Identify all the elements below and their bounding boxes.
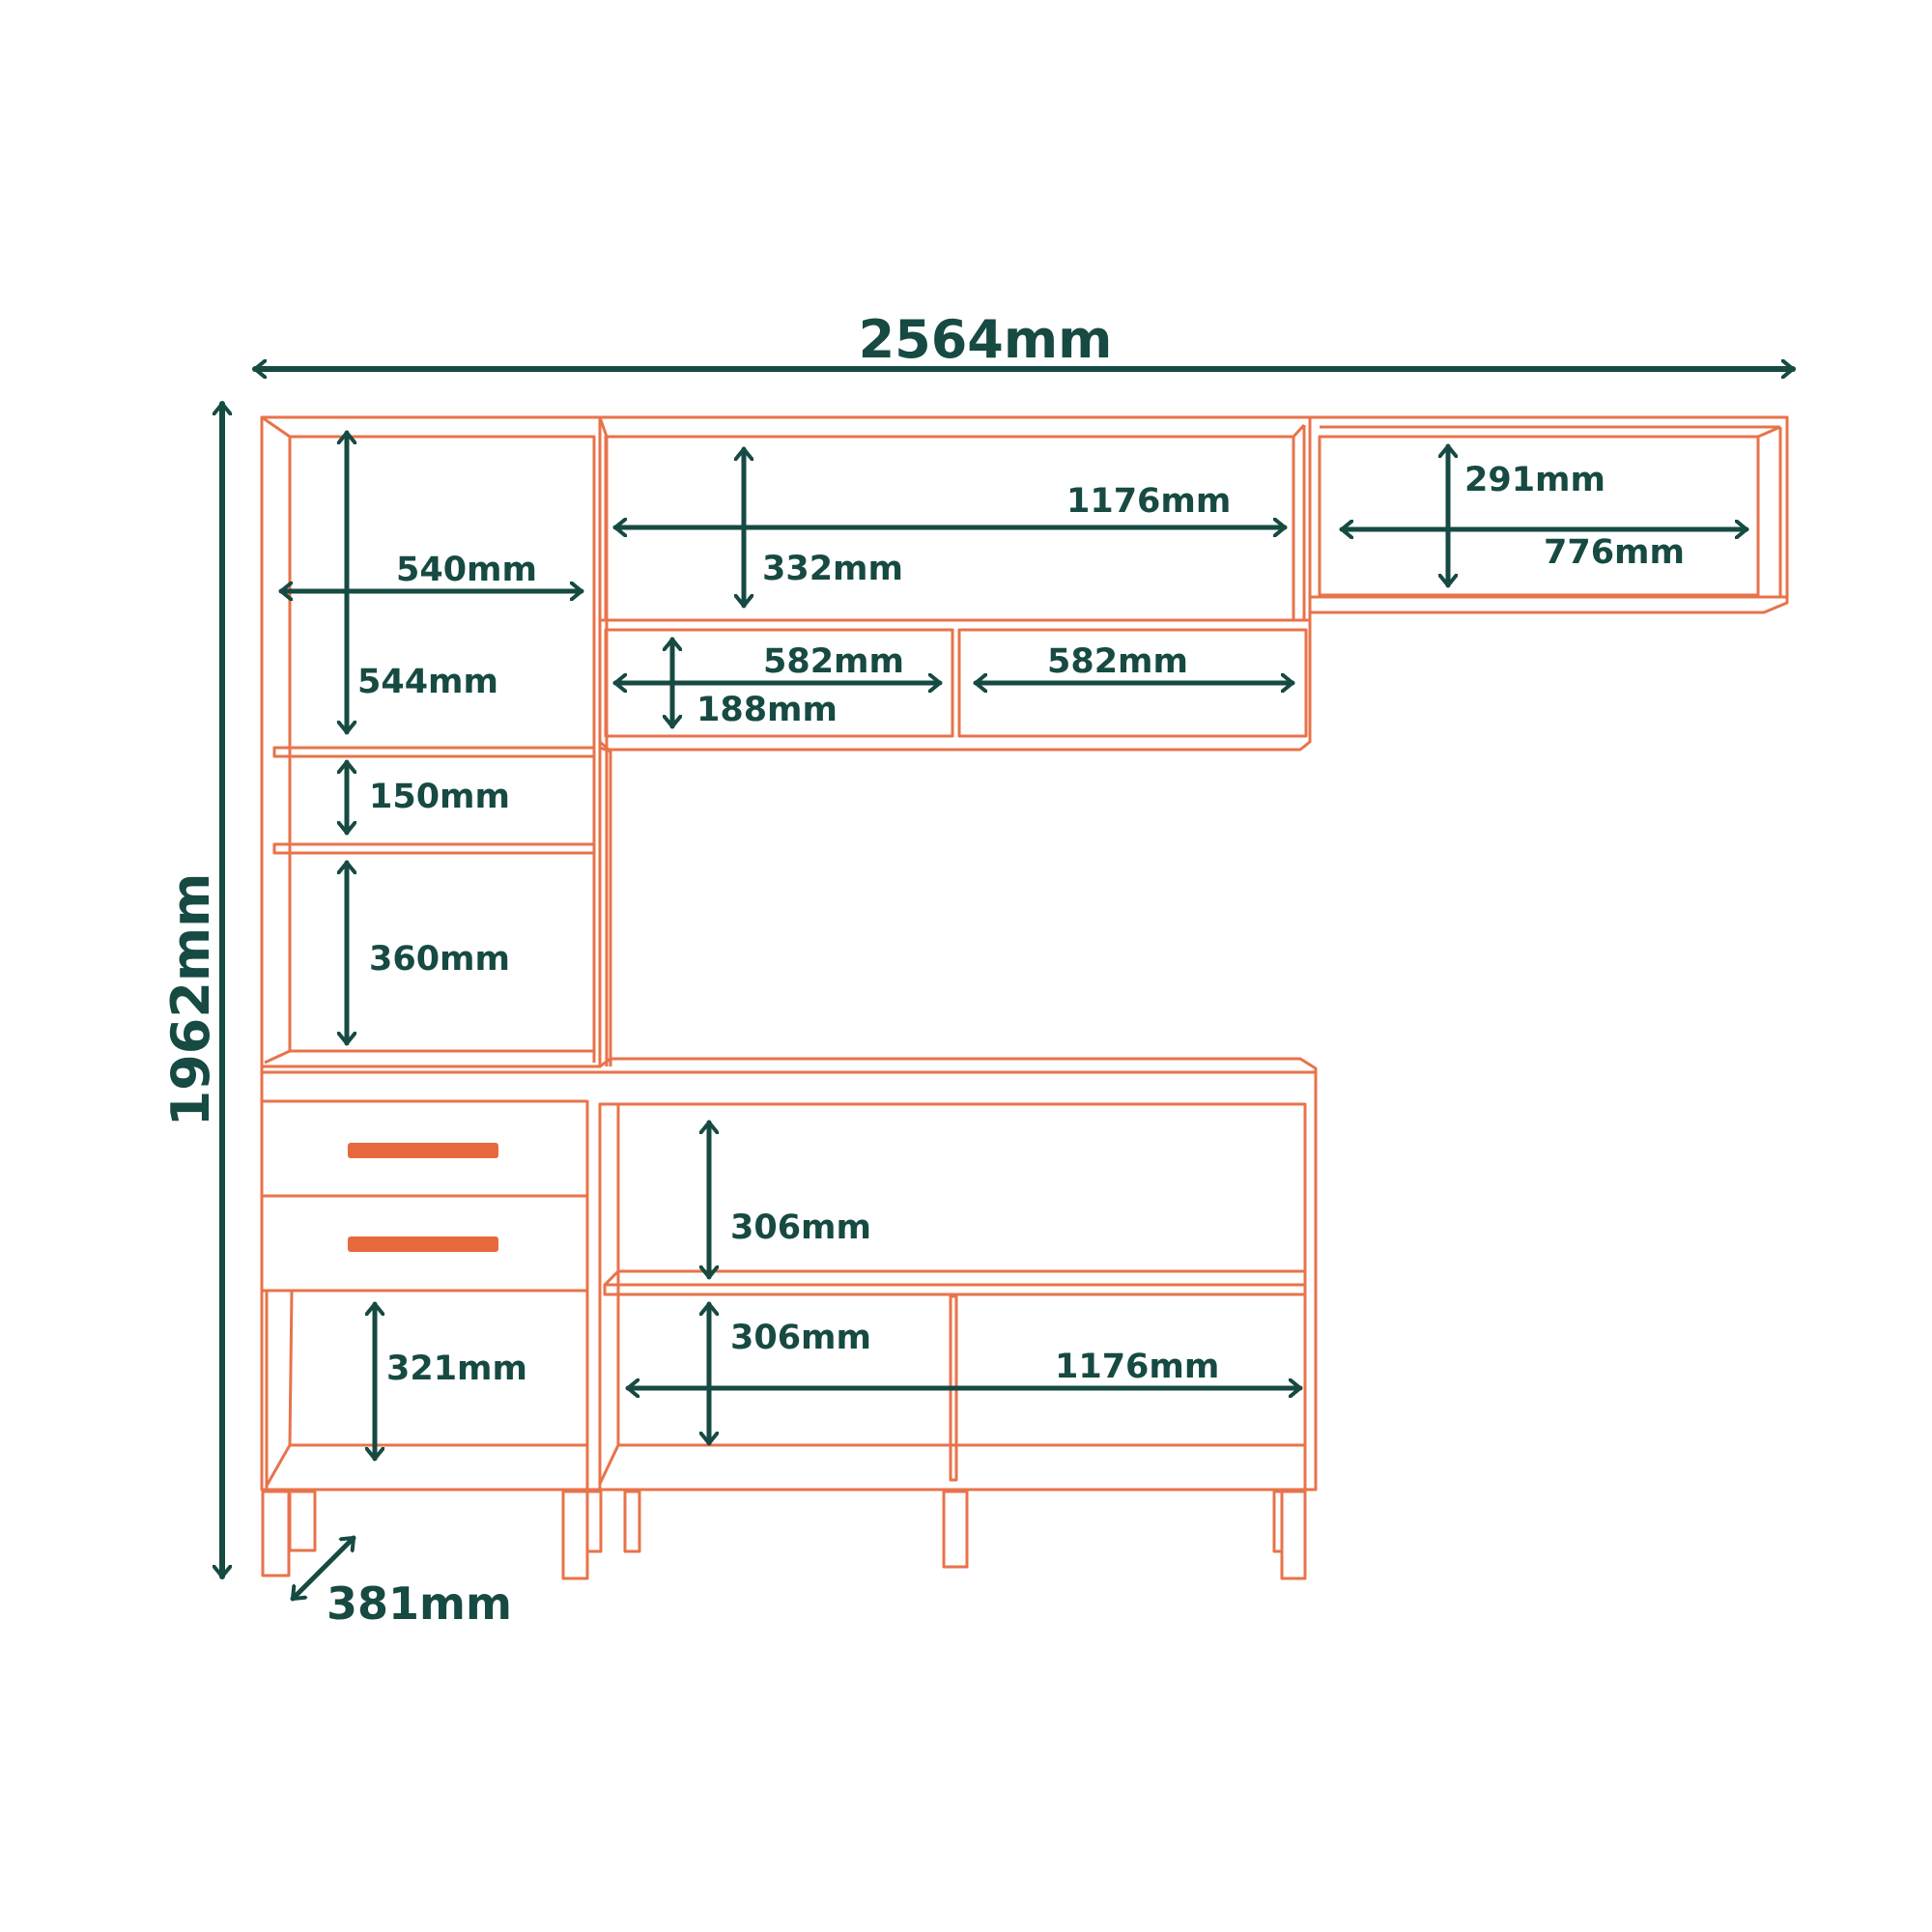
arrow-depth bbox=[290, 1535, 356, 1602]
label-lower-left-height: 321mm bbox=[386, 1350, 527, 1388]
dimension-labels: 2564mm 1962mm 381mm 544mm 540mm 150mm 36… bbox=[160, 309, 1685, 1630]
drawer-2 bbox=[260, 1194, 589, 1293]
drawer-2-handle bbox=[348, 1236, 498, 1252]
tall-left-unit bbox=[260, 415, 612, 1068]
label-lower-width: 1176mm bbox=[1055, 1348, 1219, 1386]
label-upper-drawer-right-width: 582mm bbox=[1047, 642, 1188, 681]
tall-shelf-1 bbox=[272, 746, 596, 758]
label-tall-lower-height: 360mm bbox=[369, 940, 510, 979]
label-upper-center-width: 1176mm bbox=[1066, 482, 1231, 521]
label-upper-center-height: 332mm bbox=[762, 550, 903, 588]
label-tall-top-height: 544mm bbox=[357, 663, 498, 701]
dimension-arrows bbox=[222, 369, 1796, 1602]
label-overall-width: 2564mm bbox=[859, 309, 1113, 370]
upper-drawer-left bbox=[604, 628, 954, 738]
label-tall-width: 540mm bbox=[396, 551, 537, 589]
upper-drawer-right bbox=[957, 628, 1308, 738]
label-upper-drawer-height: 188mm bbox=[696, 691, 838, 729]
label-upper-right-height: 291mm bbox=[1464, 461, 1605, 499]
drawer-1-handle bbox=[348, 1143, 498, 1158]
label-upper-right-width: 776mm bbox=[1544, 533, 1685, 572]
upper-right-unit bbox=[1308, 415, 1789, 614]
label-lower-upper-height: 306mm bbox=[730, 1208, 871, 1247]
label-tall-small-shelf: 150mm bbox=[369, 778, 510, 816]
lower-left-unit bbox=[260, 1070, 1318, 1492]
label-upper-drawer-left-width: 582mm bbox=[763, 642, 904, 681]
lower-shelf bbox=[603, 1283, 1307, 1296]
furniture-outline bbox=[260, 415, 1789, 1580]
label-overall-height: 1962mm bbox=[160, 873, 221, 1127]
legs bbox=[261, 1490, 1307, 1580]
lower-right-unit bbox=[598, 1102, 1307, 1492]
label-lower-lower-height: 306mm bbox=[730, 1319, 871, 1357]
tall-shelf-2 bbox=[272, 842, 596, 855]
label-depth: 381mm bbox=[327, 1577, 512, 1630]
